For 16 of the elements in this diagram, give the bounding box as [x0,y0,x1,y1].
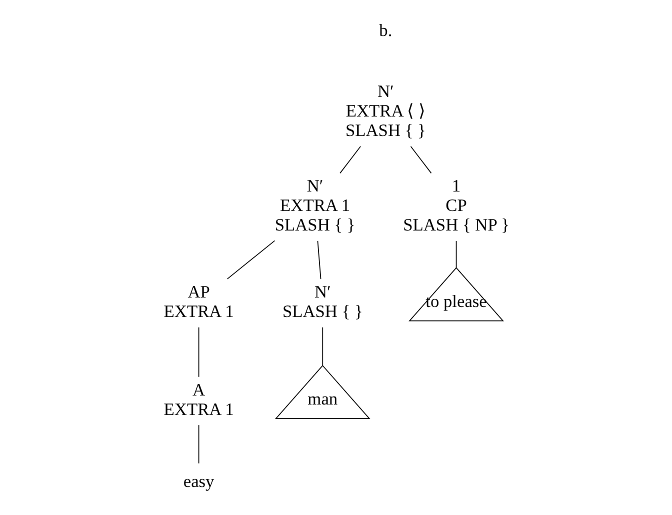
node-text: AP EXTRA 1 [163,282,234,322]
node-text: N′ EXTRA 1 SLASH { } [274,176,355,235]
label: b. [378,21,392,40]
connector [339,146,360,174]
connector [226,240,275,280]
node-text: N′ EXTRA ⟨ ⟩ SLASH { } [344,82,426,140]
node-text: A EXTRA 1 [163,380,234,419]
connector [322,326,323,366]
connector [198,424,199,464]
connector [198,326,199,378]
node-text: N′ SLASH { } [282,282,362,322]
connector [455,240,456,268]
node-text: 1 CP SLASH { NP } [402,176,509,235]
connector [410,146,432,174]
node-text: easy [182,472,214,492]
connector [316,240,321,280]
